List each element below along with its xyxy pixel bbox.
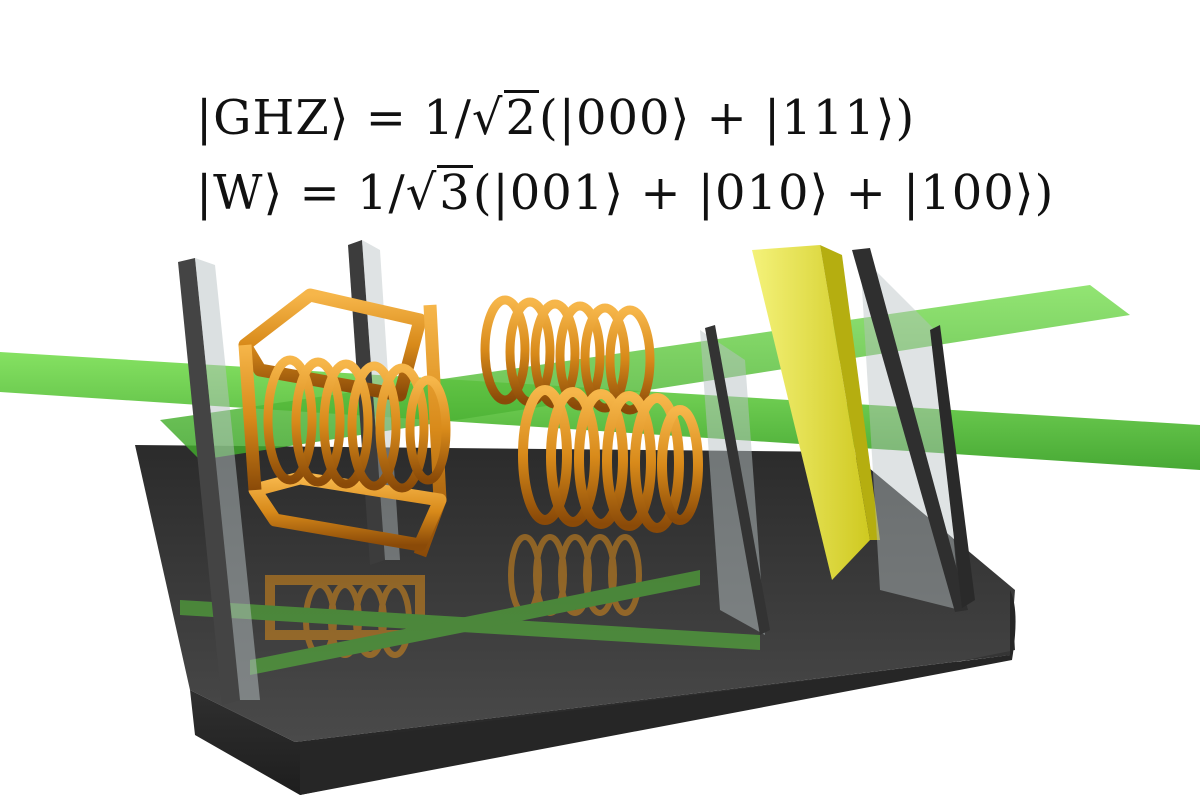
yellow-mirror [752,245,880,580]
coil-front [518,385,703,533]
w-equation: |W⟩ = 1/√3(|001⟩ + |010⟩ + |100⟩) [196,165,1054,221]
w-lhs: |W⟩ [196,165,284,221]
w-equals: = 1/ [283,165,406,221]
coil-left [263,355,451,493]
w-rhs: (|001⟩ + |010⟩ + |100⟩) [472,165,1055,221]
base-reflection [180,534,760,675]
ghz-equation: |GHZ⟩ = 1/√2(|000⟩ + |111⟩) [196,90,915,146]
w-sqrt: √3 [406,165,473,221]
ghz-equals: = 1/ [349,90,472,146]
rectangular-electrode [238,288,447,558]
ghz-root-symbol: √ [471,90,504,146]
w-root-symbol: √ [405,165,438,221]
end-plate-left [178,258,240,705]
ghz-rhs: (|000⟩ + |111⟩) [539,90,916,146]
ghz-lhs: |GHZ⟩ [196,90,350,146]
ghz-sqrt: √2 [471,90,540,146]
ghz-radicand: 2 [503,90,540,146]
w-radicand: 3 [437,165,473,221]
base-block [135,445,1016,795]
